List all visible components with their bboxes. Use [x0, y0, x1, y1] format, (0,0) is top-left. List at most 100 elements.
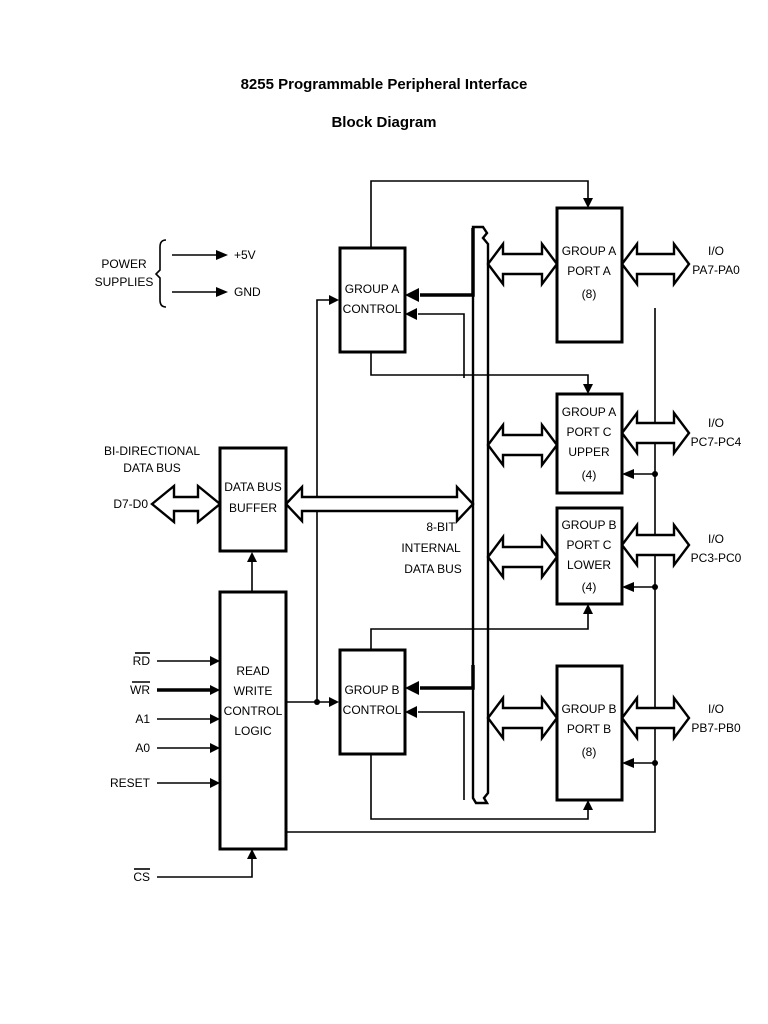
group-b-control-box	[338, 648, 407, 756]
wr-label: WR	[130, 683, 150, 697]
port-b-line3: (8)	[582, 745, 597, 759]
port-c-upper-line2: PORT C	[567, 425, 612, 439]
group-a-control-box	[338, 246, 407, 354]
a0-label: A0	[135, 741, 150, 755]
port-a-line2: PORT A	[567, 264, 611, 278]
bus-to-pcu-arrow	[486, 421, 559, 469]
rd-arrowhead	[210, 656, 220, 666]
cs-label: CS	[133, 870, 150, 884]
wr-arrowhead	[210, 685, 220, 695]
data-bus-buffer-block: DATA BUS BUFFER	[218, 446, 288, 553]
pa-pins-label: PA7-PA0	[692, 263, 740, 277]
data-bus-buffer-box	[218, 446, 288, 553]
a1-label: A1	[135, 712, 150, 726]
pb-io-label: I/O	[708, 702, 724, 716]
bus-to-portb-arrow	[486, 694, 559, 742]
pb-pins-label: PB7-PB0	[691, 721, 741, 735]
rw-to-dbb-arrowhead	[247, 552, 257, 562]
port-c-upper-line4: (4)	[582, 468, 597, 482]
group-b-control-line1: GROUP B	[344, 683, 399, 697]
ga-ctrl-to-porta-wire	[370, 180, 589, 248]
pcl-io-arrow	[620, 521, 691, 569]
pcl-status-junction	[652, 584, 658, 590]
ga-ctrl-feedback-wire	[418, 313, 465, 378]
cs-wire	[157, 859, 253, 878]
gb-ctrl-feedback-arrowhead	[405, 706, 417, 718]
rw-to-ga-ctrl-arrowhead	[329, 295, 339, 305]
rw-control-logic-block: READ WRITE CONTROL LOGIC	[218, 590, 288, 851]
data-bus-buffer-line2: BUFFER	[229, 501, 277, 515]
port-c-upper-line3: UPPER	[568, 445, 610, 459]
gb-ctrl-to-pcl-wire	[370, 612, 589, 650]
porta-io-arrow	[620, 240, 691, 288]
internal-bus-label-line2: INTERNAL	[401, 541, 461, 555]
power-supplies: POWER SUPPLIES +5V GND	[95, 239, 261, 308]
reset-arrowhead	[210, 778, 220, 788]
group-a-control-block: GROUP A CONTROL	[338, 246, 407, 354]
bus-to-gb-ctrl-arrowhead	[405, 681, 419, 695]
power-label-line2: SUPPLIES	[95, 275, 154, 289]
internal-bus-bar	[471, 225, 490, 805]
rw-to-ga-ctrl-wire	[316, 299, 330, 702]
pcu-status-arrowhead	[622, 469, 634, 479]
port-c-lower-line1: GROUP B	[561, 518, 616, 532]
data-bus-buffer-line1: DATA BUS	[224, 480, 282, 494]
gb-ctrl-feedback-wire	[418, 711, 465, 800]
rw-control-line1: READ	[236, 664, 270, 678]
pcl-status-arrowhead	[622, 582, 634, 592]
bus-to-gb-ctrl-wire	[420, 665, 475, 690]
port-c-upper-line1: GROUP A	[562, 405, 616, 419]
data-bus-label-line1: BI-DIRECTIONAL	[104, 444, 200, 458]
port-c-lower-line3: LOWER	[567, 558, 611, 572]
ga-ctrl-to-pcu-arrowhead	[583, 384, 593, 394]
rw-control-line2: WRITE	[234, 684, 273, 698]
port-c-lower-block: GROUP B PORT C LOWER (4)	[555, 506, 624, 606]
pcu-pins-label: PC7-PC4	[691, 435, 742, 449]
external-data-bus: BI-DIRECTIONAL DATA BUS D7-D0	[104, 444, 200, 511]
reset-label: RESET	[110, 776, 151, 790]
port-c-upper-block: GROUP A PORT C UPPER (4)	[555, 392, 624, 495]
a0-arrowhead	[210, 743, 220, 753]
rw-to-gb-ctrl-arrowhead	[329, 697, 339, 707]
ga-ctrl-to-pcu-wire	[370, 352, 589, 386]
pcu-io-arrow	[620, 409, 691, 457]
pb-status-arrowhead	[622, 758, 634, 768]
port-b-line2: PORT B	[567, 722, 611, 736]
bus-to-porta-arrow	[486, 240, 559, 288]
cs-arrowhead	[247, 849, 257, 859]
port-c-upper-box	[555, 392, 624, 495]
port-b-line1: GROUP B	[561, 702, 616, 716]
port-a-line3: (8)	[582, 287, 597, 301]
port-b-box	[555, 664, 624, 802]
group-b-control-line2: CONTROL	[343, 703, 402, 717]
port-c-lower-line2: PORT C	[567, 538, 612, 552]
power-brace	[154, 239, 167, 308]
ga-ctrl-to-porta-arrowhead	[583, 198, 593, 208]
control-wiring	[247, 180, 658, 833]
data-bus-label-line2: DATA BUS	[123, 461, 181, 475]
io-labels: I/O PA7-PA0 I/O PC7-PC4 I/O PC3-PC0 I/O …	[691, 244, 742, 735]
portb-io-arrow	[620, 694, 691, 742]
port-a-line1: GROUP A	[562, 244, 616, 258]
pa-io-label: I/O	[708, 244, 724, 258]
bus-to-pcl-arrow	[486, 533, 559, 581]
rw-control-line3: CONTROL	[224, 704, 283, 718]
bus-to-ga-ctrl-wire	[420, 228, 475, 297]
pcu-status-junction	[652, 471, 658, 477]
ga-ctrl-feedback-arrowhead	[405, 308, 417, 320]
vcc-arrowhead	[216, 250, 228, 260]
control-inputs: RD WR A1 A0 RESET CS	[110, 652, 257, 884]
gb-ctrl-to-portb-wire	[370, 754, 589, 820]
d7-d0-bus-arrow	[150, 483, 222, 525]
pcl-pins-label: PC3-PC0	[691, 551, 742, 565]
diagram-title: 8255 Programmable Peripheral Interface	[240, 76, 528, 93]
port-a-block: GROUP A PORT A (8)	[555, 206, 624, 344]
buffer-to-internal-bus-arrow	[284, 483, 475, 525]
rw-control-junction	[314, 699, 320, 705]
rw-control-logic-box	[218, 590, 288, 851]
group-b-control-block: GROUP B CONTROL	[338, 648, 407, 756]
gb-ctrl-to-portb-arrowhead	[583, 800, 593, 810]
port-b-block: GROUP B PORT B (8)	[555, 664, 624, 802]
